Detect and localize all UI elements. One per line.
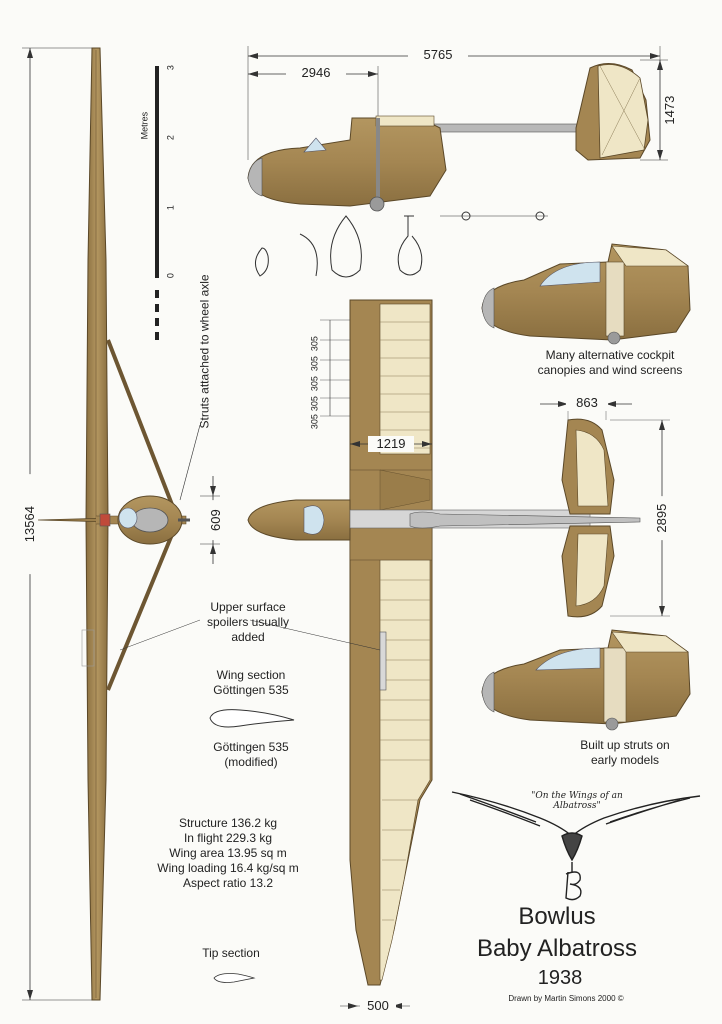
logo-caption: "On the Wings of an Albatross" — [531, 791, 623, 811]
section-3 — [330, 215, 362, 278]
wing-section-label: Wing section Göttingen 535 — [213, 668, 289, 697]
tip-chord-label: 500 — [360, 998, 396, 1015]
plan-view-fabric-lower — [379, 559, 431, 981]
tailplane-chord-label: 863 — [566, 395, 608, 412]
side-view-rudder — [597, 64, 649, 159]
section-4 — [397, 216, 423, 276]
fuselage-height-label: 609 — [207, 500, 225, 541]
section-2 — [299, 233, 318, 277]
plan-view-spoiler — [379, 631, 387, 691]
spec-structure: Structure 136.2 kg — [178, 816, 278, 830]
scale-bar — [155, 66, 159, 340]
airfoil-tip-section — [213, 973, 256, 983]
tailplane-span-label: 2895 — [653, 496, 671, 541]
cockpit-variant-1 — [481, 243, 691, 345]
struts-leader — [179, 424, 201, 501]
spoilers-note: Upper surface spoilers usually added — [206, 600, 290, 644]
scale-unit-label: Metres — [139, 111, 150, 140]
side-view-wing-root — [375, 115, 435, 127]
front-view-strut-lower — [106, 519, 180, 691]
title-year: 1938 — [537, 967, 583, 989]
scale-tick-0: 0 — [165, 273, 176, 279]
cockpit-variant-2 — [481, 629, 691, 731]
front-view-strut-upper — [106, 339, 180, 521]
side-view — [247, 46, 668, 212]
title-line-1: Bowlus — [518, 903, 596, 930]
overall-length-label: 5765 — [408, 47, 468, 64]
plan-view-canopy — [303, 505, 325, 535]
tip-section-label: Tip section — [202, 946, 260, 960]
cockpit-variants-note: Many alternative cockpit canopies and wi… — [537, 348, 683, 377]
plan-view-fuselage — [247, 499, 351, 541]
side-view-boom — [429, 123, 591, 133]
spec-wing-area: Wing area 13.95 sq m — [169, 846, 287, 860]
fuselage-sections — [255, 211, 548, 278]
built-up-struts-note: Built up struts on early models — [580, 738, 670, 767]
scale-tick-3: 3 — [165, 65, 176, 71]
section-1 — [255, 247, 269, 277]
specs-block: Structure 136.2 kg In flight 229.3 kg Wi… — [148, 816, 308, 891]
scale-tick-2: 2 — [165, 135, 176, 141]
wing-position-label: 2946 — [286, 65, 346, 82]
scale-tick-1: 1 — [165, 205, 176, 211]
front-view — [22, 47, 220, 1001]
credit-line: Drawn by Martin Simons 2000 © — [508, 994, 624, 1003]
side-view-windscreen — [303, 137, 327, 153]
plan-view-fabric-upper — [379, 303, 431, 455]
side-view-wheel — [369, 196, 385, 212]
spec-aspect-ratio: Aspect ratio 13.2 — [182, 876, 274, 890]
front-view-canopy — [118, 507, 138, 529]
albatross-logo — [451, 791, 701, 901]
spec-in-flight: In flight 229.3 kg — [183, 831, 273, 845]
airfoil-root-section — [209, 709, 295, 728]
front-view-hub — [99, 513, 111, 527]
front-view-nose — [131, 507, 169, 533]
side-view-nose — [247, 157, 263, 197]
tail-height-label: 1473 — [661, 80, 679, 141]
front-view-spoiler — [81, 629, 95, 667]
wingspan-label: 13564 — [21, 474, 39, 575]
side-view-fuselage — [247, 117, 447, 207]
root-chord-label: 1219 — [368, 436, 414, 453]
plan-view — [119, 299, 670, 1009]
rib-spacing-5: 305 — [309, 414, 320, 430]
plan-view-ribs — [380, 321, 430, 921]
spec-wing-loading: Wing loading 16.4 kg/sq m — [157, 861, 299, 875]
struts-axle-note: Struts attached to wheel axle — [197, 274, 212, 429]
title-line-2: Baby Albatross — [476, 935, 638, 962]
modified-section-label: Göttingen 535 (modified) — [213, 740, 289, 769]
